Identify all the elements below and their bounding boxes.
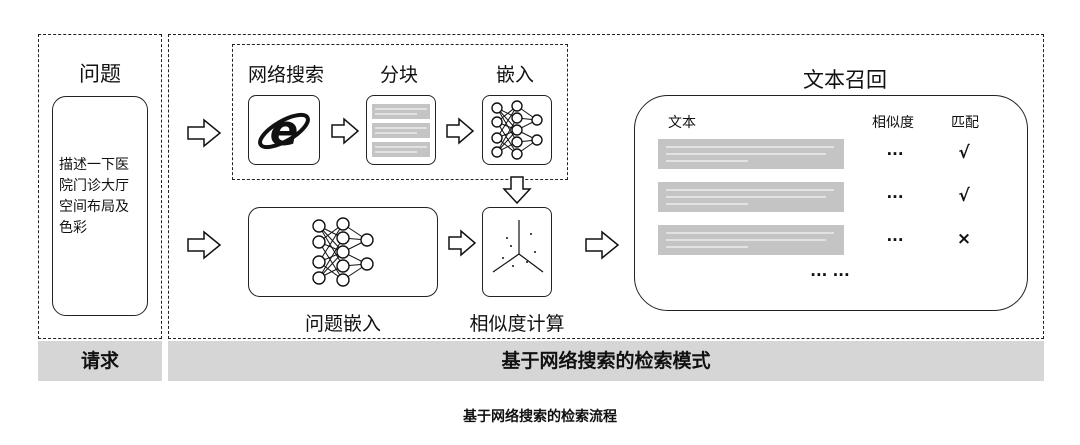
question-box: 描述一下医 院门诊大厅 空间布局及 色彩 [52, 96, 148, 316]
web-search-label: 网络搜索 [247, 64, 324, 86]
arrow-right-icon [331, 117, 360, 145]
figure-caption: 基于网络搜索的检索流程 [463, 409, 617, 425]
recall-col-similarity: 相似度 [872, 115, 914, 131]
browser-e-icon: e [258, 106, 310, 155]
recall-row-match: × [956, 229, 972, 249]
svg-text:e: e [270, 106, 299, 155]
question-line: 描述一下医 [59, 157, 129, 173]
chunk-label: 分块 [379, 64, 418, 86]
mode-footer: 基于网络搜索的检索模式 [168, 341, 1044, 381]
question-line: 院门诊大厅 [59, 178, 129, 194]
arrow-right-icon [187, 230, 222, 260]
embed-label: 嵌入 [495, 64, 534, 86]
recall-row-similarity: ··· [886, 188, 904, 206]
arrow-right-icon [448, 229, 477, 257]
recall-more: ··· ··· [810, 266, 850, 284]
request-title: 问题 [79, 62, 121, 86]
embed-box [482, 95, 552, 165]
arrow-right-icon [187, 118, 222, 148]
recall-title: 文本召回 [803, 68, 887, 92]
vector-space-icon [492, 220, 544, 273]
question-line: 色彩 [59, 220, 87, 236]
recall-row-match: √ [958, 143, 970, 163]
recall-row-similarity: ··· [886, 145, 904, 163]
recall-row-match: √ [958, 186, 970, 206]
web-search-pipeline-box [232, 44, 568, 180]
similarity-box [482, 207, 552, 297]
similarity-label: 相似度计算 [469, 313, 565, 335]
recall-col-text: 文本 [668, 115, 696, 131]
recall-row-similarity: ··· [886, 231, 904, 249]
request-footer: 请求 [38, 341, 162, 381]
question-embed-label: 问题嵌入 [304, 313, 381, 335]
question-embed-box [248, 207, 438, 297]
arrow-right-icon [585, 230, 620, 260]
browser-box: e [248, 95, 320, 165]
arrow-down-icon [502, 176, 532, 205]
chunk-pages-icon [372, 104, 430, 157]
neural-network-icon [312, 217, 374, 287]
neural-network-icon [491, 100, 543, 160]
arrow-right-icon [446, 117, 475, 145]
recall-text-lines [666, 146, 834, 248]
question-line: 空间布局及 [59, 199, 129, 215]
recall-col-match: 匹配 [951, 115, 979, 131]
request-panel [38, 34, 162, 339]
chunk-box [366, 95, 436, 165]
mode-panel [168, 34, 1044, 339]
